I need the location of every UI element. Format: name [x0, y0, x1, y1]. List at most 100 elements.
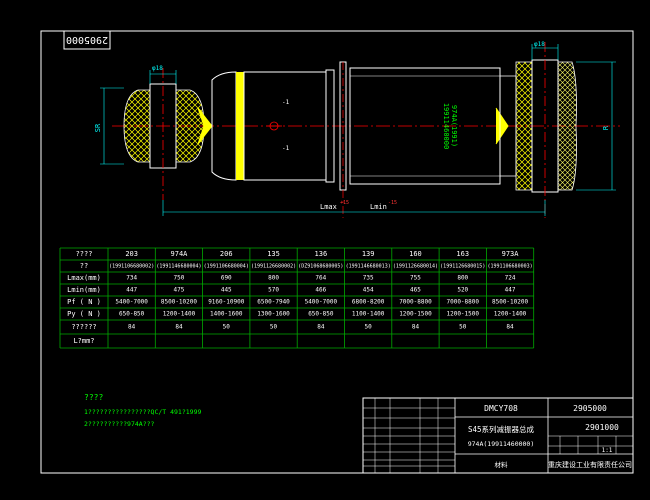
table-code: (1991126680015) [440, 264, 485, 270]
table-cell: 445 [221, 287, 232, 294]
table-code: (DZ91068680005) [298, 264, 343, 270]
table-cell: 690 [221, 275, 232, 282]
svg-text:-1: -1 [282, 145, 290, 152]
table-cell: 520 [457, 287, 468, 294]
tb-scale: 1:1 [602, 447, 613, 454]
table-cell: 9160-10900 [208, 299, 245, 306]
dim-lmax: Lmax [320, 203, 337, 211]
table-row-label: Pf ( N ) [67, 298, 101, 306]
table-cell: 465 [410, 287, 421, 294]
stamp-text: 2905000 [66, 34, 108, 45]
table-cell: 466 [315, 287, 326, 294]
table-cell: 1200-1400 [163, 311, 196, 318]
tb-model: DMCY708 [484, 404, 518, 413]
table-cell: 8500-10200 [161, 299, 198, 306]
table-row-label: Lmax(mm) [67, 274, 101, 282]
tb-part-no: 2901000 [585, 423, 619, 432]
table-code: (1991126680002) [251, 264, 296, 270]
table-cell: 7000-8800 [399, 299, 432, 306]
table-cell: 800 [268, 275, 279, 282]
table-cell: 84 [317, 324, 325, 331]
svg-text:-1: -1 [282, 99, 290, 106]
table-cell: 84 [128, 324, 136, 331]
table-cell: 650-850 [308, 311, 334, 318]
table-row-label: Py ( N ) [67, 310, 101, 318]
table-cell: 1200-1500 [446, 311, 479, 318]
notes: ???? 1????????????????QC/T 491?1999 2???… [84, 393, 201, 428]
table-sub-header: ?? [80, 262, 88, 270]
table-cell: 84 [412, 324, 420, 331]
table-cell: 447 [126, 287, 137, 294]
stamp-box: 2905000 [63, 30, 111, 50]
dim-bore-left: SR [94, 123, 102, 132]
table-model: 139 [362, 250, 375, 258]
title-block: DMCY708 2905000 S45系列减振器总成 974A(19911460… [362, 397, 634, 474]
table-cell: 447 [505, 287, 516, 294]
cylinder-label-1: 974A(1991) [450, 105, 458, 147]
table-cell: 6800-8200 [352, 299, 385, 306]
drawing-frame [40, 30, 634, 474]
table-cell: 454 [363, 287, 374, 294]
table-code: (1991126680014) [393, 264, 438, 270]
notes-title: ???? [84, 393, 103, 402]
dim-phi-left: φ18 [152, 65, 163, 72]
table-cell: 50 [365, 324, 373, 331]
table-cell: 6500-7940 [257, 299, 290, 306]
table-code: (1991106680002) [109, 264, 154, 270]
table-cell: 475 [174, 287, 185, 294]
notes-line-2: 2??????????974A??? [84, 420, 155, 428]
cylinder-body: 974A(1991) 19911460000 [325, 61, 509, 218]
table-cell: 1200-1400 [494, 311, 527, 318]
table-cell: 5400-7000 [305, 299, 338, 306]
left-eye [123, 68, 213, 200]
dust-cover: -1 -1 [211, 71, 327, 181]
dim-lmin-tol: -15 [388, 200, 397, 206]
table-cell: 1400-1600 [210, 311, 243, 318]
table-code: (1991106680004) [204, 264, 249, 270]
right-eye [499, 42, 577, 218]
table-model: 135 [267, 250, 280, 258]
table-model: 163 [456, 250, 469, 258]
table-row-label: ?????? [71, 323, 96, 331]
table-row-label: Lmin(mm) [67, 286, 101, 294]
tb-name: S45系列减振器总成 [468, 424, 535, 434]
tb-sub-name: 974A(19911460000) [468, 440, 535, 448]
table-code: (1991146680013) [346, 264, 391, 270]
tb-material: 材料 [495, 460, 509, 469]
table-cell: 750 [174, 275, 185, 282]
notes-line-1: 1????????????????QC/T 491?1999 [84, 408, 201, 416]
table-cell: 1100-1400 [352, 311, 385, 318]
table-code: (1991106680003) [487, 264, 532, 270]
table-cell: 84 [175, 324, 183, 331]
table-cell: 1200-1500 [399, 311, 432, 318]
dim-bore-right: R [602, 125, 610, 130]
table-corner-header: ???? [76, 250, 93, 258]
table-code: (1991146680004) [156, 264, 201, 270]
table-cell: 50 [459, 324, 467, 331]
table-cell: 570 [268, 287, 279, 294]
dim-lmax-tol: +15 [340, 200, 349, 206]
table-model: 206 [220, 250, 233, 258]
tb-drawing-no: 2905000 [573, 404, 607, 413]
table-cell: 800 [457, 275, 468, 282]
dimensions [100, 44, 616, 216]
table-model: 974A [171, 250, 189, 258]
table-cell: 1300-1600 [257, 311, 290, 318]
dim-lmin: Lmin [370, 203, 387, 211]
table-cell: 755 [410, 275, 421, 282]
table-cell: 50 [270, 324, 278, 331]
tb-company: 重庆建设工业有限责任公司 [548, 460, 632, 469]
table-cell: 5400-7000 [115, 299, 148, 306]
table-cell: 84 [506, 324, 514, 331]
table-cell: 735 [363, 275, 374, 282]
table-cell: 764 [315, 275, 326, 282]
table-cell: 50 [223, 324, 231, 331]
table-cell: 8500-10200 [492, 299, 529, 306]
table-model: 136 [315, 250, 328, 258]
cylinder-label-2: 19911460000 [442, 103, 450, 149]
table-cell: 734 [126, 275, 137, 282]
table-row-label: L?mm? [73, 337, 94, 345]
table-cell: 650-850 [119, 311, 145, 318]
